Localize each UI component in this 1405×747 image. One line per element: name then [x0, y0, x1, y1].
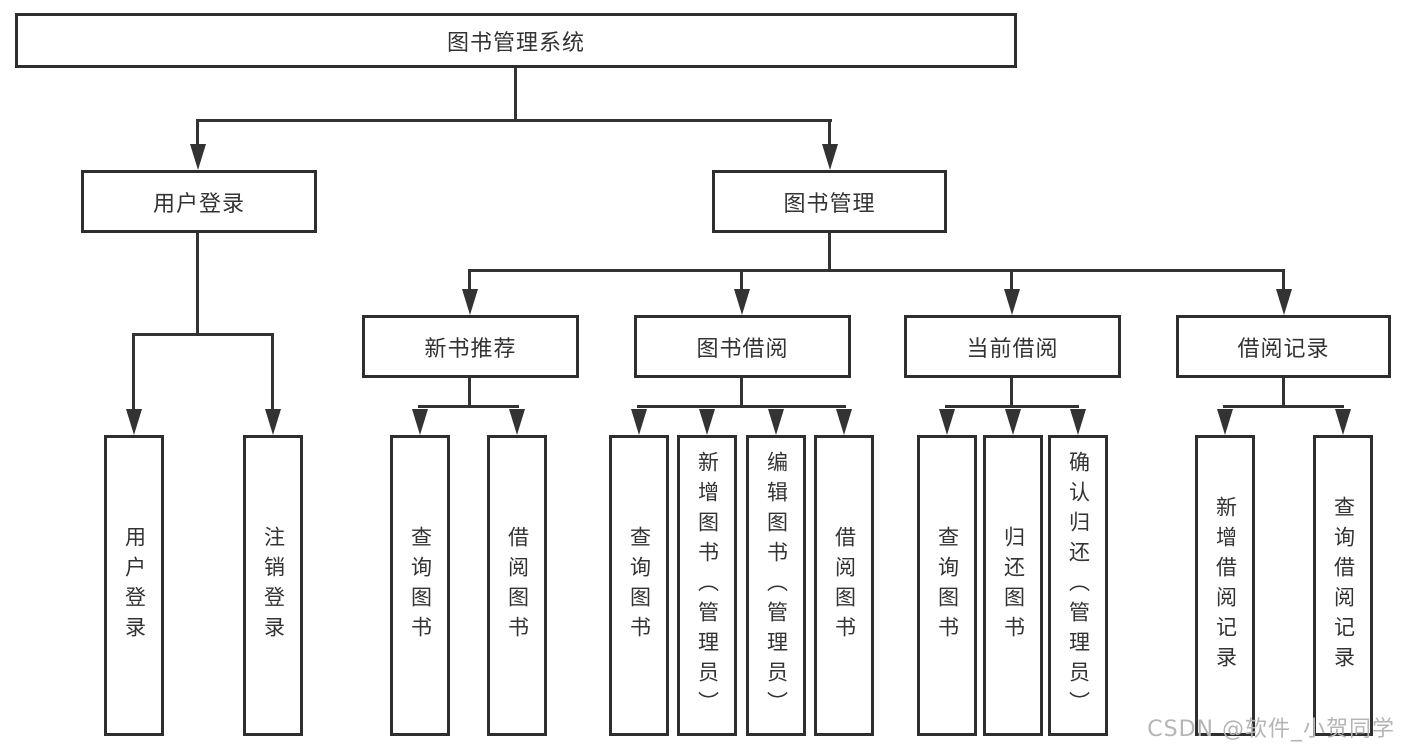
connector-line — [1282, 269, 1285, 291]
arrow-down-icon — [734, 289, 750, 315]
arrow-down-icon — [509, 409, 525, 435]
arrow-down-icon — [1005, 409, 1021, 435]
leaf-query-books-borrowing: 查询图书 — [609, 435, 669, 736]
leaf-add-borrow-record: 新增借阅记录 — [1195, 435, 1255, 736]
node-label: 借阅图书 — [832, 525, 857, 646]
arrow-down-icon — [1004, 289, 1020, 315]
node-book-management: 图书管理 — [712, 170, 947, 233]
node-label: 用户登录 — [152, 191, 245, 217]
connector-line — [637, 405, 846, 408]
node-label: 当前借阅 — [966, 336, 1059, 362]
leaf-query-books-current: 查询图书 — [917, 435, 977, 736]
connector-line — [740, 269, 743, 291]
node-label: 图书借阅 — [696, 336, 789, 362]
node-label: 查询图书 — [627, 525, 652, 646]
node-label: 编辑图书（管理员） — [764, 450, 789, 721]
connector-line — [828, 233, 831, 271]
connector-line — [828, 119, 831, 146]
arrow-down-icon — [1217, 409, 1233, 435]
node-label: 查询借阅记录 — [1331, 495, 1356, 676]
leaf-add-books-admin: 新增图书（管理员） — [677, 435, 737, 736]
leaf-return-books: 归还图书 — [983, 435, 1043, 736]
leaf-user-login: 用户登录 — [104, 435, 164, 736]
leaf-query-borrow-record: 查询借阅记录 — [1313, 435, 1373, 736]
watermark: CSDN @软件_小贺同学 — [1147, 717, 1395, 742]
connector-line — [468, 269, 1285, 272]
node-label: 图书管理 — [783, 191, 876, 217]
connector-line — [1010, 378, 1013, 407]
connector-line — [418, 405, 519, 408]
node-label: 查询图书 — [408, 525, 433, 646]
node-label: 借阅图书 — [505, 525, 530, 646]
arrow-down-icon — [1335, 409, 1351, 435]
connector-line — [1010, 269, 1013, 291]
leaf-logout: 注销登录 — [243, 435, 303, 736]
connector-line — [132, 333, 274, 336]
connector-line — [945, 405, 1079, 408]
node-label: 注销登录 — [261, 525, 286, 646]
leaf-edit-books-admin: 编辑图书（管理员） — [746, 435, 806, 736]
leaf-borrow-books-borrowing: 借阅图书 — [814, 435, 874, 736]
node-label: 用户登录 — [122, 525, 147, 646]
arrow-down-icon — [126, 409, 142, 435]
arrow-down-icon — [190, 144, 206, 170]
leaf-confirm-return-admin: 确认归还（管理员） — [1048, 435, 1108, 736]
arrow-down-icon — [836, 409, 852, 435]
node-current-borrowing: 当前借阅 — [904, 315, 1121, 378]
connector-line — [196, 119, 832, 122]
connector-line — [196, 233, 199, 335]
node-user-login: 用户登录 — [81, 170, 317, 233]
arrow-down-icon — [699, 409, 715, 435]
arrow-down-icon — [768, 409, 784, 435]
arrow-down-icon — [822, 144, 838, 170]
node-borrowing-records: 借阅记录 — [1176, 315, 1391, 378]
node-library-system: 图书管理系统 — [15, 13, 1017, 68]
node-label: 新增图书（管理员） — [695, 450, 720, 721]
connector-line — [468, 269, 471, 291]
arrow-down-icon — [412, 409, 428, 435]
node-new-book-recommend: 新书推荐 — [362, 315, 579, 378]
connector-line — [132, 333, 135, 409]
connector-line — [1282, 378, 1285, 407]
arrow-down-icon — [939, 409, 955, 435]
arrow-down-icon — [1276, 289, 1292, 315]
node-label: 图书管理系统 — [446, 30, 585, 56]
connector-line — [1223, 405, 1344, 408]
node-book-borrowing: 图书借阅 — [634, 315, 851, 378]
connector-line — [271, 333, 274, 409]
connector-line — [468, 378, 471, 407]
arrow-down-icon — [462, 289, 478, 315]
arrow-down-icon — [631, 409, 647, 435]
node-label: 新书推荐 — [424, 336, 517, 362]
connector-line — [514, 68, 517, 121]
leaf-query-books-recommend: 查询图书 — [390, 435, 450, 736]
connector-line — [740, 378, 743, 407]
node-label: 借阅记录 — [1237, 336, 1330, 362]
node-label: 新增借阅记录 — [1213, 495, 1238, 676]
leaf-borrow-books-recommend: 借阅图书 — [487, 435, 547, 736]
arrow-down-icon — [265, 409, 281, 435]
arrow-down-icon — [1070, 409, 1086, 435]
node-label: 确认归还（管理员） — [1066, 450, 1091, 721]
node-label: 归还图书 — [1001, 525, 1026, 646]
connector-line — [196, 119, 199, 146]
node-label: 查询图书 — [935, 525, 960, 646]
